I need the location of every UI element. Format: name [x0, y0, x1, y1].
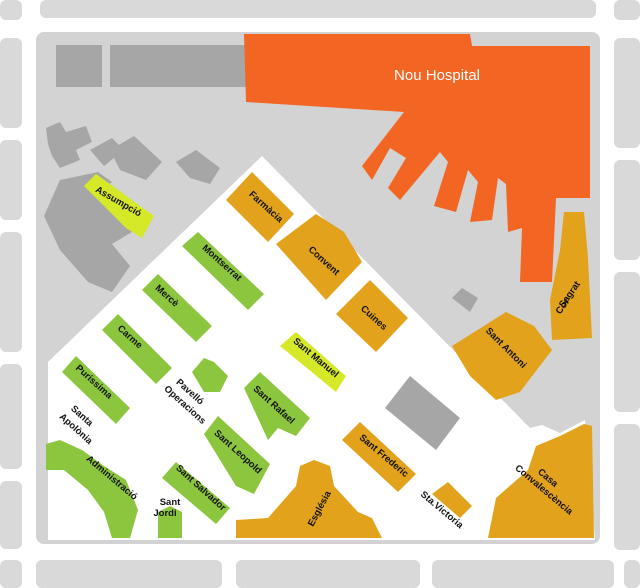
- carme-building: [102, 314, 172, 384]
- city-block: [0, 38, 22, 128]
- city-block: [0, 481, 22, 549]
- city-block: [614, 160, 640, 260]
- sant-jordi-label: Sant: [160, 497, 181, 508]
- merce-building: [142, 274, 212, 342]
- gray-building: [44, 172, 132, 292]
- city-block: [236, 560, 420, 588]
- sant-antoni-building: [452, 312, 552, 400]
- city-block: [40, 0, 596, 18]
- city-block: [36, 560, 222, 588]
- gray-building: [46, 122, 92, 168]
- sant-salvador-building: [162, 462, 230, 524]
- gray-building: [176, 150, 220, 184]
- gray-building: [110, 45, 250, 87]
- city-block: [614, 38, 640, 148]
- city-block: [0, 0, 22, 20]
- city-block: [0, 364, 22, 469]
- pavello-operacions-building: [192, 358, 228, 392]
- sant-manuel-building: [280, 332, 346, 392]
- gray-building: [452, 288, 478, 312]
- city-block: [0, 140, 22, 220]
- sant-jordi-building: [158, 506, 182, 538]
- gray-buildings: [44, 45, 478, 450]
- gray-building: [110, 136, 162, 180]
- city-block: [624, 560, 640, 588]
- gray-building: [90, 138, 124, 166]
- nou-hospital-label: Nou Hospital: [394, 67, 480, 84]
- administracio-building: [46, 440, 138, 538]
- nou-hospital-shape: [244, 34, 590, 282]
- city-block: [614, 424, 640, 550]
- gray-building: [385, 376, 460, 450]
- assumpcio-building: [84, 174, 154, 238]
- nou-hospital-building: Nou Hospital: [244, 34, 590, 282]
- city-block: [614, 272, 640, 412]
- city-block: [0, 560, 22, 588]
- sant-jordi-label: Jordi: [153, 508, 176, 519]
- esglesia-building: [236, 460, 382, 538]
- sant-rafael-building: [244, 372, 310, 440]
- sta-victoria-building: [432, 482, 472, 518]
- city-block: [0, 232, 22, 352]
- cuines-building: [336, 280, 408, 352]
- gray-building: [56, 45, 102, 87]
- sant-leopold-building: [204, 416, 270, 494]
- casa-convalescencia-building: [488, 424, 594, 538]
- city-block: [614, 0, 640, 20]
- convent-building: [276, 214, 362, 300]
- montserrat-building: [182, 232, 264, 310]
- open-courtyard: [48, 156, 595, 540]
- farmacia-building: [226, 172, 294, 242]
- city-block: [432, 560, 614, 588]
- purissima-building: [62, 356, 130, 424]
- sant-frederic-building: [342, 422, 416, 492]
- sagrat-cor-building: [550, 212, 592, 340]
